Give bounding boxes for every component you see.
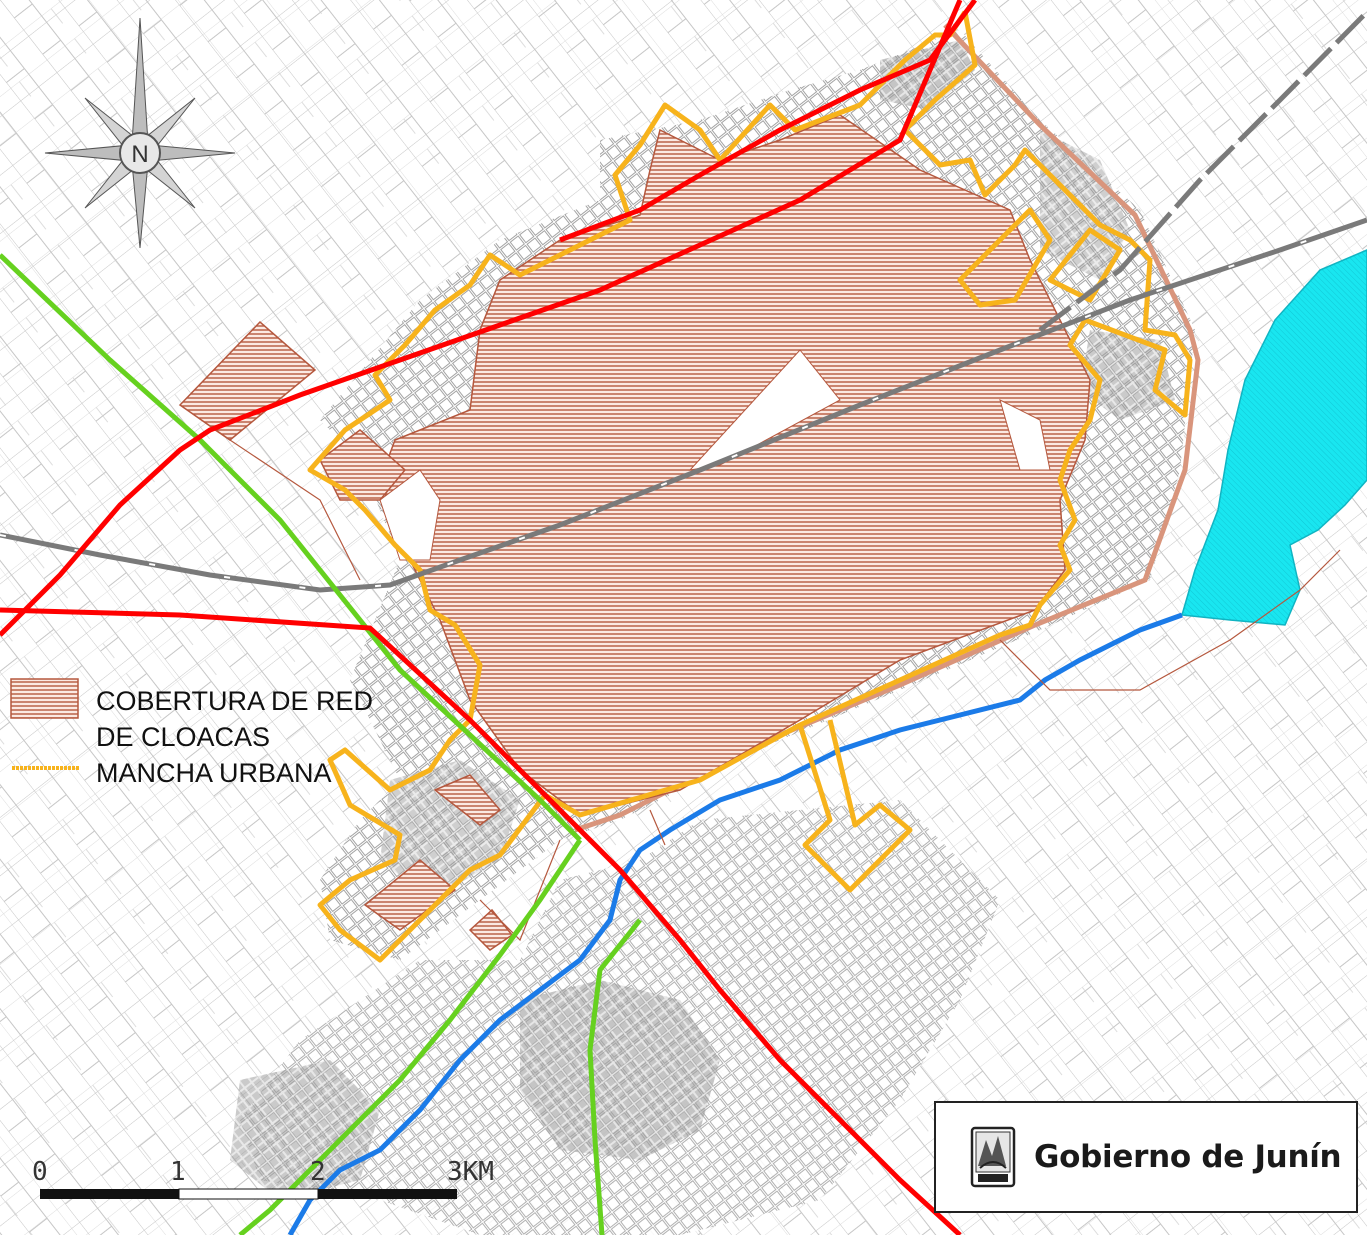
- dense-blocks-southwest: [230, 1060, 380, 1200]
- secondary-road-northwest: [0, 253, 582, 842]
- sewer-coverage-main: [379, 114, 1091, 816]
- government-logo-text: Gobierno de Junín: [1034, 1139, 1342, 1175]
- main-road-west: [0, 607, 962, 1235]
- scale-label-0: 0: [32, 1157, 48, 1187]
- scale-label-2: 2: [310, 1157, 326, 1187]
- scale-label-3km: 3KM: [447, 1157, 494, 1187]
- sewer-coverage-southwest-patch: [363, 859, 457, 931]
- lot-boundary-south: [479, 839, 561, 942]
- urban-area-boundary: [307, 10, 1193, 963]
- railway-northeast: [1038, 10, 1367, 332]
- river: [287, 612, 1183, 1235]
- secondary-road-south: [238, 838, 583, 1235]
- sewer-coverage-west-patch: [319, 429, 407, 501]
- compass-north-letter: N: [131, 141, 148, 168]
- government-logo-box: Gobierno de Junín: [934, 1101, 1358, 1213]
- legend-label-sewer-coverage-line1: COBERTURA DE RED: [96, 686, 373, 716]
- lot-boundary-east: [999, 549, 1341, 691]
- sewer-coverage-south-patch: [433, 774, 502, 826]
- legend-label-urban-area: MANCHA URBANA: [96, 758, 332, 788]
- lot-boundary-west: [214, 429, 361, 581]
- legend-label-sewer-coverage-line2: DE CLOACAS: [96, 722, 270, 752]
- urban-area-east-district-2: [1047, 227, 1123, 303]
- dense-blocks-northeast: [1080, 330, 1175, 420]
- main-road-north: [559, 0, 977, 243]
- municipal-shield-icon: [970, 1126, 1016, 1188]
- dense-blocks-south: [520, 980, 720, 1160]
- lagoon: [1181, 249, 1367, 626]
- scale-bar: 0 1 2 3KM: [32, 1157, 494, 1200]
- lot-boundary-river: [649, 809, 666, 846]
- legend: COBERTURA DE RED DE CLOACAS MANCHA URBAN…: [10, 678, 373, 788]
- compass-rose-icon: N: [44, 17, 236, 249]
- main-road-northwest: [0, 0, 963, 637]
- secondary-road-south-2: [587, 918, 642, 1235]
- railway-clearing: [688, 349, 841, 471]
- urban-area-south-district: [797, 719, 913, 893]
- legend-swatch-sewer-coverage: [10, 678, 79, 719]
- urban-area-east-district: [957, 207, 1053, 308]
- scale-label-1: 1: [170, 1157, 186, 1187]
- railway-main: [0, 217, 1367, 593]
- urban-clearing-east: [999, 399, 1051, 471]
